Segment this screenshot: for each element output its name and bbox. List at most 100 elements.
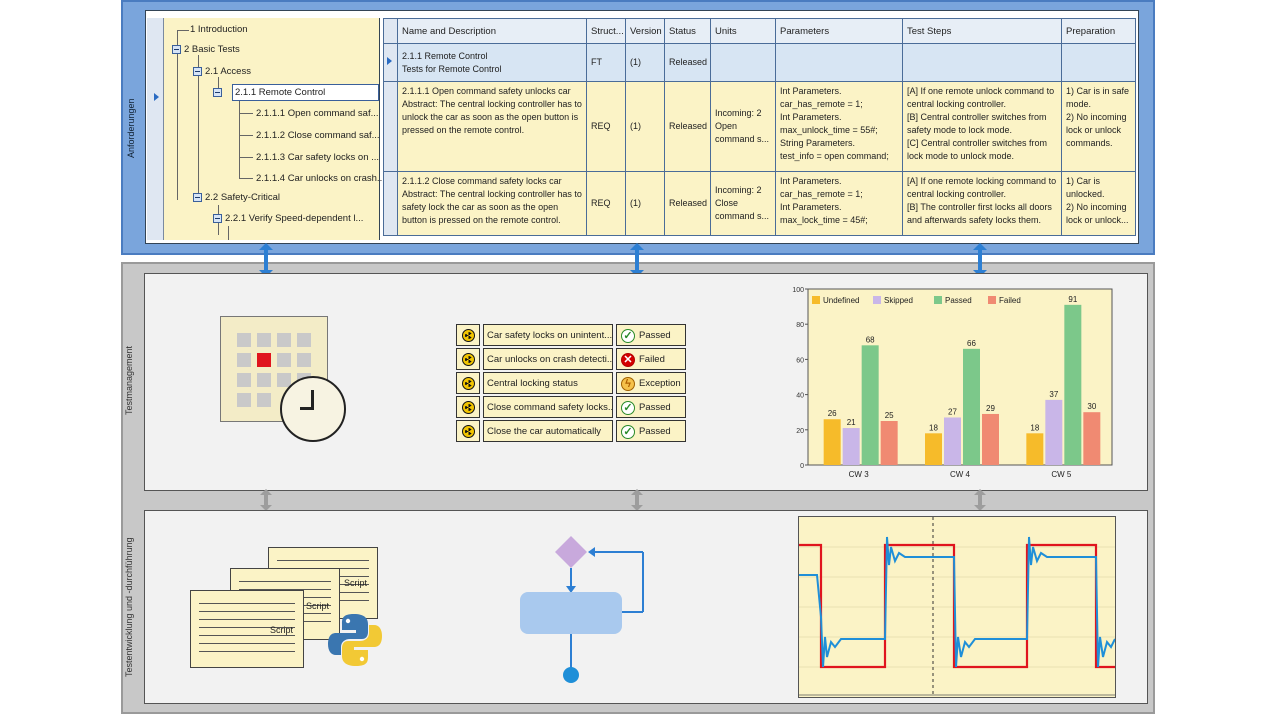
table-row[interactable]: 2.1.1.2 Close command safety locks car A… [383, 171, 1136, 236]
column-header-parameters[interactable]: Parameters [775, 18, 903, 44]
row-header-corner [383, 18, 398, 44]
response-signal [799, 536, 1115, 668]
row-selector[interactable] [383, 81, 398, 172]
y-tick-label: 100 [792, 287, 804, 294]
cell-parameters[interactable] [775, 43, 903, 82]
y-tick-label: 40 [796, 393, 804, 400]
column-header-preparation[interactable]: Preparation [1061, 18, 1136, 44]
cell-struct[interactable]: REQ [586, 171, 626, 236]
cell-test-steps[interactable]: [A] If one remote locking command to cen… [902, 171, 1062, 236]
tree-line [239, 113, 253, 114]
y-tick-label: 80 [796, 322, 804, 329]
test-name: Close command safety locks... [483, 396, 613, 418]
cell-name[interactable]: 2.1.1.1 Open command safety unlocks car … [397, 81, 587, 172]
cell-units[interactable] [710, 43, 776, 82]
row-selector[interactable] [383, 171, 398, 236]
cell-units[interactable]: Incoming: 2 Open command s... [710, 81, 776, 172]
cell-preparation[interactable] [1061, 43, 1136, 82]
tree-item-introduction[interactable]: 1 Introduction [190, 24, 248, 35]
bar [823, 419, 841, 465]
process-block [520, 592, 622, 634]
tree-item-remote-control[interactable]: 2.1.1 Remote Control [235, 87, 326, 98]
cell-name[interactable]: 2.1.1 Remote Control Tests for Remote Co… [397, 43, 587, 82]
data-label: 18 [1030, 423, 1039, 432]
tree-item-access[interactable]: 2.1 Access [205, 66, 251, 77]
bar [1045, 399, 1063, 465]
tree-item-speed-dependent[interactable]: 2.2.1 Verify Speed-dependent l... [225, 213, 364, 224]
hazard-icon [462, 401, 475, 414]
cell-version[interactable]: (1) [625, 171, 665, 236]
hazard-icon [462, 377, 475, 390]
python-logo [328, 614, 382, 666]
column-header-struct[interactable]: Struct... [586, 18, 626, 44]
table-row[interactable]: 2.1.1 Remote Control Tests for Remote Co… [383, 43, 1136, 82]
list-item[interactable]: Close command safety locks... ✓Passed [456, 396, 686, 418]
x-tick-label: CW 5 [1051, 470, 1072, 479]
grey-arrow-icon [631, 489, 643, 511]
collapse-icon[interactable] [193, 67, 202, 76]
tree-line [239, 98, 240, 178]
tree-item-safety-locks[interactable]: 2.1.1.3 Car safety locks on ... [256, 152, 380, 163]
table-row[interactable]: 2.1.1.1 Open command safety unlocks car … [383, 81, 1136, 172]
tree-item-open-command[interactable]: 2.1.1.1 Open command saf... [256, 108, 379, 119]
tree-item-safety-critical[interactable]: 2.2 Safety-Critical [205, 192, 280, 203]
cell-parameters[interactable]: Int Parameters. car_has_remote = 1; Int … [775, 171, 903, 236]
tree-line [228, 226, 229, 240]
cell-struct[interactable]: FT [586, 43, 626, 82]
column-header-test-steps[interactable]: Test Steps [902, 18, 1062, 44]
requirements-tree[interactable] [147, 18, 380, 240]
collapse-icon[interactable] [213, 88, 222, 97]
test-status: Failed [639, 354, 665, 365]
bar [1083, 412, 1101, 465]
collapse-icon[interactable] [213, 214, 222, 223]
column-header-name[interactable]: Name and Description [397, 18, 587, 44]
data-label: 25 [885, 411, 894, 420]
script-document[interactable]: Script [190, 590, 304, 668]
grey-arrow-icon [974, 489, 986, 511]
legend-swatch [934, 296, 942, 304]
column-header-version[interactable]: Version [625, 18, 665, 44]
tree-item-basic-tests[interactable]: 2 Basic Tests [184, 44, 240, 55]
list-item[interactable]: Car safety locks on unintent... ✓Passed [456, 324, 686, 346]
data-label: 21 [847, 418, 856, 427]
test-name: Close the car automatically [483, 420, 613, 442]
data-label: 29 [986, 404, 995, 413]
list-item[interactable]: Close the car automatically ✓Passed [456, 420, 686, 442]
cell-status[interactable]: Released [664, 81, 711, 172]
tree-item-crash-unlock[interactable]: 2.1.1.4 Car unlocks on crash... [256, 173, 385, 184]
cell-status[interactable]: Released [664, 43, 711, 82]
requirements-grid: Name and Description Struct... Version S… [383, 18, 1136, 240]
cell-version[interactable]: (1) [625, 81, 665, 172]
tree-line [177, 30, 189, 31]
test-results-list: Car safety locks on unintent... ✓Passed … [456, 324, 686, 444]
column-header-status[interactable]: Status [664, 18, 711, 44]
cell-struct[interactable]: REQ [586, 81, 626, 172]
cell-preparation[interactable]: 1) Car is in safe mode. 2) No incoming l… [1061, 81, 1136, 172]
cell-test-steps[interactable] [902, 43, 1062, 82]
data-label: 66 [967, 339, 976, 348]
tree-item-close-command[interactable]: 2.1.1.2 Close command saf... [256, 130, 380, 141]
cell-test-steps[interactable]: [A] If one remote unlock command to cent… [902, 81, 1062, 172]
decision-diamond [555, 536, 587, 568]
collapse-icon[interactable] [193, 193, 202, 202]
collapse-icon[interactable] [172, 45, 181, 54]
cell-name[interactable]: 2.1.1.2 Close command safety locks car A… [397, 171, 587, 236]
cell-units[interactable]: Incoming: 2 Close command s... [710, 171, 776, 236]
row-selector[interactable] [383, 43, 398, 82]
exception-icon: ϟ [621, 377, 635, 391]
legend-swatch [873, 296, 881, 304]
cell-version[interactable]: (1) [625, 43, 665, 82]
cell-preparation[interactable]: 1) Car is unlocked. 2) No incoming lock … [1061, 171, 1136, 236]
tree-line [198, 55, 199, 197]
list-item[interactable]: Car unlocks on crash detecti... ✕Failed [456, 348, 686, 370]
cell-status[interactable]: Released [664, 171, 711, 236]
legend-label: Undefined [823, 296, 859, 305]
tree-row-header [147, 18, 164, 240]
passed-icon: ✓ [621, 329, 635, 343]
cell-parameters[interactable]: Int Parameters. car_has_remote = 1; Int … [775, 81, 903, 172]
column-header-units[interactable]: Units [710, 18, 776, 44]
test-status: Passed [639, 426, 671, 437]
tree-line [239, 135, 253, 136]
